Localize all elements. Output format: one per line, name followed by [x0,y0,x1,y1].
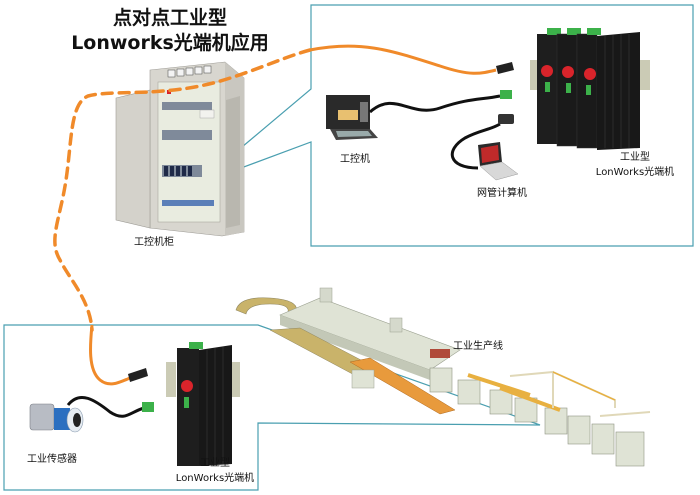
converter-label-line1: 工业型 [200,458,230,469]
machine-unit [351,369,375,389]
industrial-pc [326,95,378,140]
terminal-connector [500,90,512,99]
converter-label-top: 工业型 LonWorks光端机 [590,148,680,178]
machine-unit [567,415,591,445]
din-rail [230,362,240,397]
field-converter [166,342,240,466]
converter-label-line1: 工业型 [620,152,650,163]
db9-connector [498,114,514,124]
control-cabinet [115,61,245,237]
laptop-cable [450,122,501,170]
indicator-light [167,90,171,94]
oven-chimney [389,317,403,333]
fiber-connector [128,368,148,382]
field-frame [3,324,541,491]
sensor-label: 工业传感器 [27,454,77,465]
ipc-cable [369,94,501,114]
ipc-label: 工控机 [340,154,370,165]
din-rail [530,60,540,90]
nms-pc-label: 网管计算机 [477,188,527,199]
converter-label-line2: LonWorks光端机 [595,167,675,178]
machine-unit [457,379,481,405]
title-line-1: 点对点工业型 [112,7,227,29]
machine-unit [429,367,453,393]
diagram-title: 点对点工业型 Lonworks光端机应用 [60,6,280,56]
converter-label-line2: LonWorks光端机 [175,473,255,484]
fiber-cable-dashed [53,48,312,332]
converter-unit [576,28,601,149]
production-line [235,287,651,467]
conveyor-segment [499,386,561,412]
laptop [478,142,519,181]
fiber-connector [496,62,514,74]
machine-unit [489,389,513,415]
machine-unit [544,407,568,435]
cabinet-door [115,89,151,229]
industrial-sensor [29,403,84,433]
converter-unit [537,28,561,144]
tunnel-oven [279,297,461,371]
tunnel-oven-side [280,315,430,380]
oven-display [430,349,450,358]
fiber-cable-top [309,44,497,75]
terminal-connector [142,402,154,412]
sensor-cable [66,395,145,418]
conveyor-segment [467,373,531,397]
cabinet-label: 工控机柜 [134,237,174,248]
machine-unit [591,423,615,455]
din-rail [166,362,176,397]
overhead-conveyor [552,371,616,401]
machine-unit [615,431,645,467]
oven-chimney [319,287,333,303]
converter-stack [530,28,650,150]
title-line-2: Lonworks光端机应用 [71,32,269,54]
production-line-label: 工业生产线 [453,341,503,352]
din-rail [640,60,650,90]
orange-conveyor [349,357,456,415]
converter-label-bottom: 工业型 LonWorks光端机 [170,454,260,484]
fiber-cable-bottom [88,324,131,386]
